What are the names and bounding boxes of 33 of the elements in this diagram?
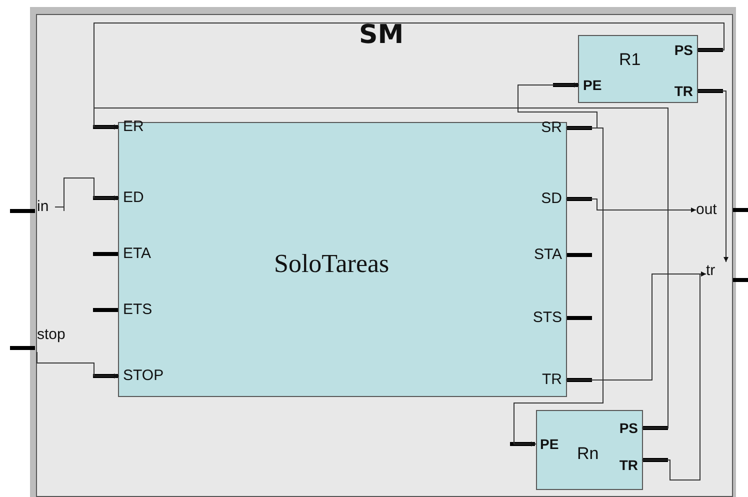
port-label: STS (521, 309, 566, 327)
block-title: SoloTareas (274, 249, 390, 279)
connector-arrow (696, 90, 728, 262)
connector-arrow (642, 272, 706, 480)
port-label: SR (521, 119, 566, 137)
block-title: Rn (577, 444, 599, 464)
connector-arrow (518, 82, 598, 128)
port-label: stop (37, 326, 66, 344)
connector-arrow (514, 128, 604, 446)
connector-arrow (36, 352, 120, 378)
block-title: R1 (619, 50, 641, 70)
port-label: ER (119, 118, 164, 136)
port-label: STA (521, 246, 566, 264)
connector-arrow (94, 108, 668, 428)
port-label: in (37, 198, 49, 216)
port-label: STOP (119, 367, 179, 385)
port-label: PS (612, 419, 642, 437)
connector-arrow (566, 198, 696, 212)
connector-arrow (54, 178, 120, 212)
port-label: TR (667, 82, 697, 100)
port-label: PS (667, 41, 697, 59)
port-label: tr (706, 262, 716, 280)
port-label: out (696, 201, 717, 219)
module-title: SM (359, 21, 404, 51)
port-label: TR (612, 451, 642, 469)
port-label: ETA (119, 245, 164, 263)
port-label: TR (521, 371, 566, 389)
port-label: PE (536, 435, 566, 453)
port-label: ETS (119, 301, 164, 319)
port-label: ED (119, 189, 164, 207)
port-label: SD (521, 190, 566, 208)
module-panel (36, 14, 733, 497)
port-label: PE (579, 76, 609, 94)
